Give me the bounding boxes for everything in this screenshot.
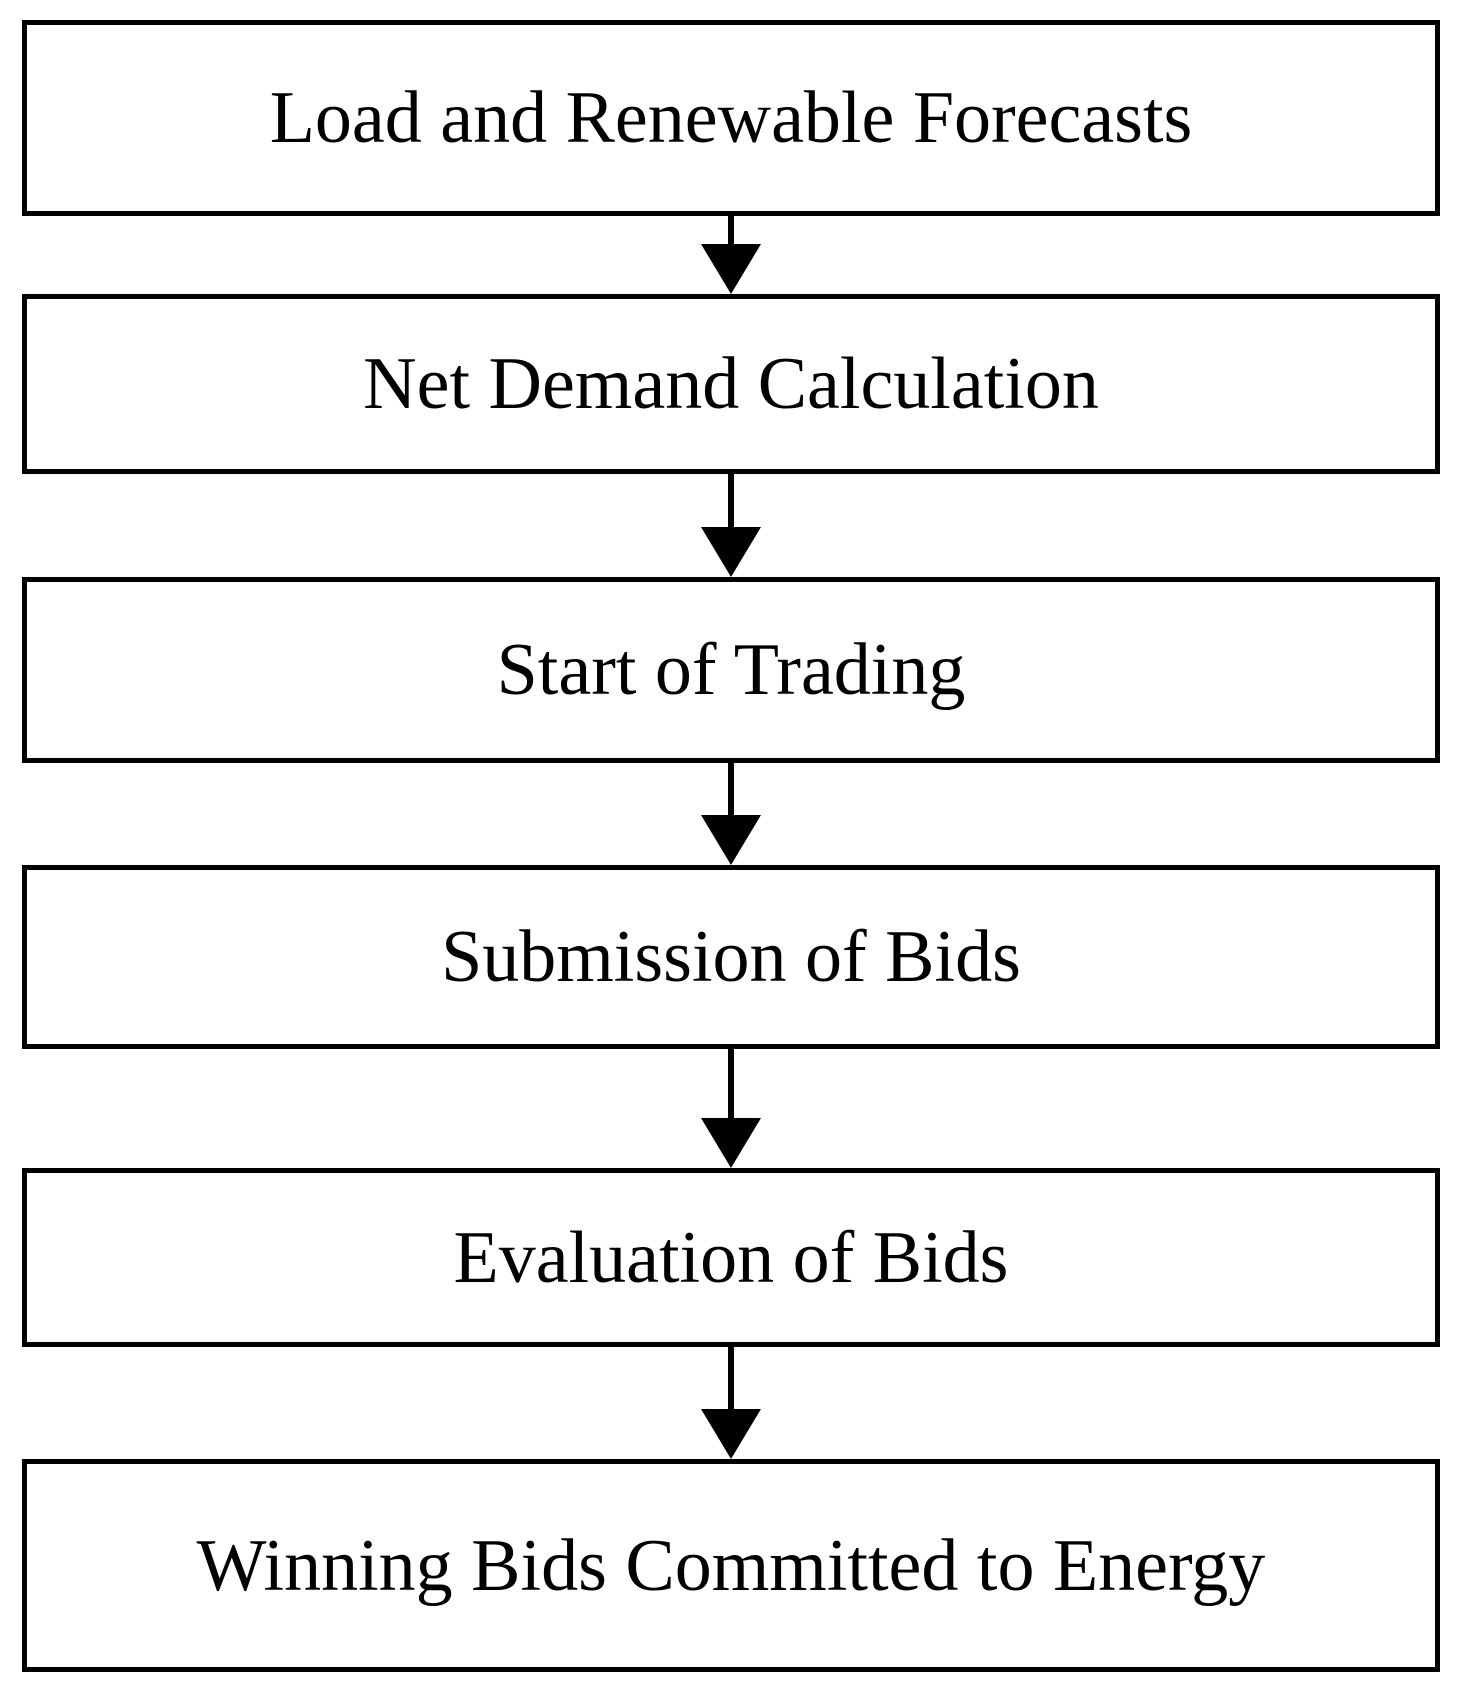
arrow-head-icon xyxy=(701,1118,761,1168)
flow-arrow-down xyxy=(701,1347,761,1459)
arrow-shaft xyxy=(728,216,734,246)
flow-arrow-down xyxy=(701,763,761,865)
step-label: Load and Renewable Forecasts xyxy=(269,77,1193,159)
step-box-load-and-renewable-forecasts: Load and Renewable Forecasts xyxy=(22,20,1440,216)
flow-arrow-down xyxy=(701,1049,761,1168)
step-label: Evaluation of Bids xyxy=(453,1216,1009,1299)
step-label: Start of Trading xyxy=(496,629,966,711)
arrow-shaft xyxy=(728,1347,734,1411)
arrow-shaft xyxy=(728,1049,734,1120)
arrow-head-icon xyxy=(701,815,761,865)
step-box-evaluation-of-bids: Evaluation of Bids xyxy=(22,1168,1440,1347)
flow-arrow-down xyxy=(701,216,761,294)
arrow-head-icon xyxy=(701,527,761,577)
step-label: Submission of Bids xyxy=(441,916,1021,998)
step-label: Winning Bids Committed to Energy xyxy=(196,1524,1266,1607)
arrow-head-icon xyxy=(701,1409,761,1459)
arrow-head-icon xyxy=(701,244,761,294)
arrow-shaft xyxy=(728,474,734,529)
step-box-start-of-trading: Start of Trading xyxy=(22,577,1440,763)
flow-arrow-down xyxy=(701,474,761,577)
arrow-shaft xyxy=(728,763,734,817)
step-label: Net Demand Calculation xyxy=(363,343,1099,425)
step-box-submission-of-bids: Submission of Bids xyxy=(22,865,1440,1049)
step-box-winning-bids-committed: Winning Bids Committed to Energy xyxy=(22,1459,1440,1672)
step-box-net-demand-calculation: Net Demand Calculation xyxy=(22,294,1440,474)
